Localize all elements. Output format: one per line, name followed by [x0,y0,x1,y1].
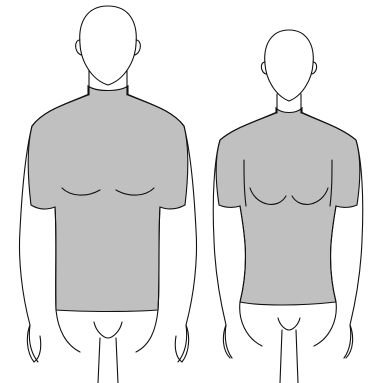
male-figure [19,6,196,383]
male-hips [94,322,122,383]
male-shirt [28,86,188,312]
female-hips [278,318,300,383]
female-head [265,30,314,101]
female-shirt [216,108,360,305]
female-figure [213,30,363,383]
male-hands [27,325,188,362]
male-head [80,6,137,85]
